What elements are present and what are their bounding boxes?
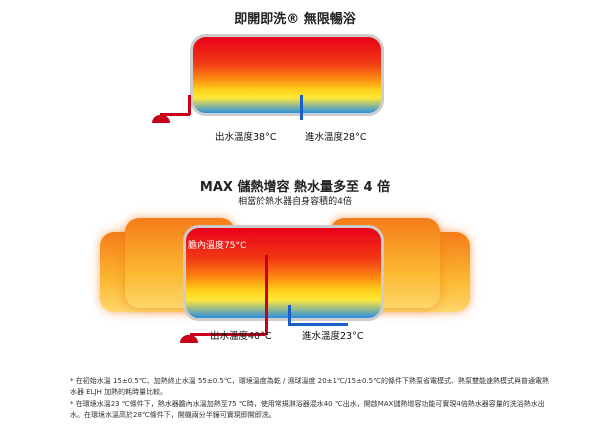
tank-internal-temp-label: 膽內溫度75°C	[188, 241, 247, 251]
inlet-temp-label: 進水溫度28°C	[305, 132, 367, 143]
inlet-pipe-2-h	[288, 323, 348, 326]
inlet-pipe-2	[288, 305, 291, 325]
outlet-pipe-2-h	[190, 333, 265, 336]
inlet-temp-label-2: 進水溫度23°C	[302, 331, 364, 342]
outlet-pipe	[188, 95, 191, 115]
section2-title: MAX 儲熱增容 熱水量多至 4 倍	[199, 180, 391, 195]
outlet-pipe-2	[265, 255, 268, 335]
footnote-2: * 在環境水溫23 ℃條件下，熱水器膽內水溫加熱至75 ℃時，使用常規淋浴器混水…	[70, 400, 545, 419]
outlet-temp-label-2: 出水溫度40°C	[210, 331, 272, 342]
section1-title: 即開即洗® 無限暢浴	[234, 12, 356, 27]
inlet-pipe	[300, 95, 303, 120]
outlet-temp-label: 出水溫度38°C	[215, 132, 277, 143]
shower-head-icon	[152, 115, 170, 123]
water-heater-tank-2	[183, 225, 384, 321]
section2-subtitle: 相當於熱水器自身容積的4倍	[238, 197, 352, 207]
outlet-pipe-h	[160, 113, 190, 116]
shower-head-icon-2	[180, 335, 198, 343]
footnote-1: * 在初始水溫 15±0.5℃、加熱終止水溫 55±0.5℃，環境溫度為乾 / …	[70, 377, 549, 396]
water-heater-tank-1	[190, 34, 384, 116]
